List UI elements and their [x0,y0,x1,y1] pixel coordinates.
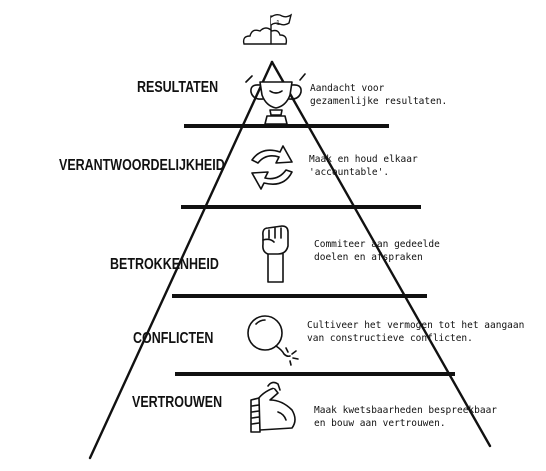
desc-line: Cultiveer het vermogen tot het aangaan [307,320,525,331]
desc-line: van constructieve conflicten. [307,333,473,344]
separator-1 [184,124,389,128]
desc-line: 'accountable'. [309,167,390,178]
trophy-icon [245,73,306,125]
level-desc-conflicten: Cultiveer het vermogen tot het aangaan v… [307,319,524,345]
level-title-betrokkenheid: BETROKKENHEID [110,256,219,273]
cycle-arrows-icon [251,145,293,190]
level-title-conflicten: CONFLICTEN [133,330,214,347]
desc-line: Commiteer aan gedeelde [314,239,440,250]
desc-line: en bouw aan vertrouwen. [314,418,446,429]
desc-line: gezamenlijke resultaten. [310,96,448,107]
level-title-resultaten: RESULTATEN [137,79,219,96]
bomb-icon [247,315,299,366]
separator-2 [181,205,421,209]
desc-line: Maak en houd elkaar [309,154,418,165]
level-title-vertrouwen: VERTROUWEN [132,394,223,411]
desc-line: Maak kwetsbaarheden bespreekbaar [314,405,498,416]
level-desc-betrokkenheid: Commiteer aan gedeelde doelen en afsprak… [314,238,440,264]
flag-cloud-icon: 1 [242,13,293,45]
desc-line: Aandacht voor [310,83,385,94]
desc-line: doelen en afspraken [314,252,423,263]
separator-4 [175,372,455,376]
level-title-verantwoordelijkheid: VERANTWOORDELIJKHEID [59,157,225,174]
flexed-arm-icon [250,381,296,433]
raised-fist-icon [262,225,289,283]
level-desc-vertrouwen: Maak kwetsbaarheden bespreekbaar en bouw… [314,404,497,430]
level-desc-resultaten: Aandacht voor gezamenlijke resultaten. [310,82,447,108]
separator-3 [172,294,427,298]
svg-text:1: 1 [276,20,280,27]
level-desc-verantwoordelijkheid: Maak en houd elkaar 'accountable'. [309,153,418,179]
